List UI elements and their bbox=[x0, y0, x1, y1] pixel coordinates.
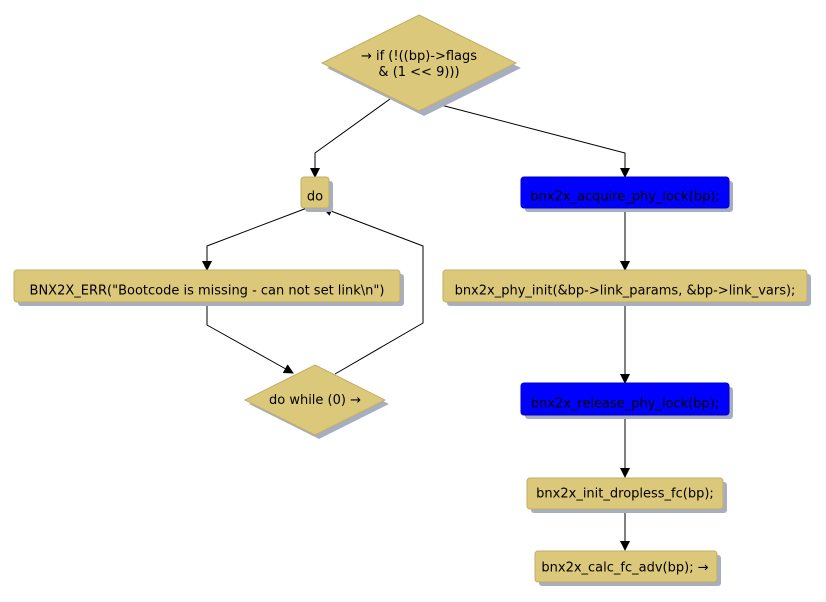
phy-init-node: bnx2x_phy_init(&bp->link_params, &bp->li… bbox=[442, 269, 811, 306]
edge-err-to-dowhile bbox=[206, 302, 294, 374]
do-start-label: do bbox=[307, 190, 323, 205]
if-condition-line2: & (1 << 9))) bbox=[378, 65, 459, 80]
init-dropless-node: bnx2x_init_dropless_fc(bp); bbox=[526, 477, 727, 513]
init-dropless-label: bnx2x_init_dropless_fc(bp); bbox=[536, 487, 714, 502]
release-lock-node: bnx2x_release_phy_lock(bp); bbox=[520, 382, 733, 419]
edge-if-to-acquire bbox=[436, 103, 630, 178]
edge-if-to-do bbox=[310, 98, 391, 178]
phy-init-label: bnx2x_phy_init(&bp->link_params, &bp->li… bbox=[455, 284, 796, 299]
bnx2x-err-node: BNX2X_ERR("Bootcode is missing - can not… bbox=[13, 269, 404, 306]
release-lock-label: bnx2x_release_phy_lock(bp); bbox=[531, 397, 720, 412]
acquire-lock-node: bnx2x_acquire_phy_lock(bp); bbox=[520, 176, 733, 212]
do-while-label: do while (0) → bbox=[269, 393, 361, 408]
calc-fc-adv-node: bnx2x_calc_fc_adv(bp); → bbox=[534, 550, 721, 586]
if-condition-line1: → if (!((bp)->flags bbox=[361, 49, 477, 64]
do-while-node: do while (0) → bbox=[243, 364, 389, 439]
calc-fc-adv-label: bnx2x_calc_fc_adv(bp); → bbox=[541, 561, 708, 576]
edges bbox=[202, 98, 630, 551]
acquire-lock-label: bnx2x_acquire_phy_lock(bp); bbox=[530, 190, 719, 205]
bnx2x-err-label: BNX2X_ERR("Bootcode is missing - can not… bbox=[30, 284, 385, 299]
edge-do-to-err bbox=[202, 207, 308, 271]
edge-dowhile-loop-back bbox=[322, 206, 424, 375]
if-condition-node: → if (!((bp)->flags & (1 << 9))) bbox=[320, 14, 521, 116]
do-start-node: do bbox=[300, 176, 333, 212]
